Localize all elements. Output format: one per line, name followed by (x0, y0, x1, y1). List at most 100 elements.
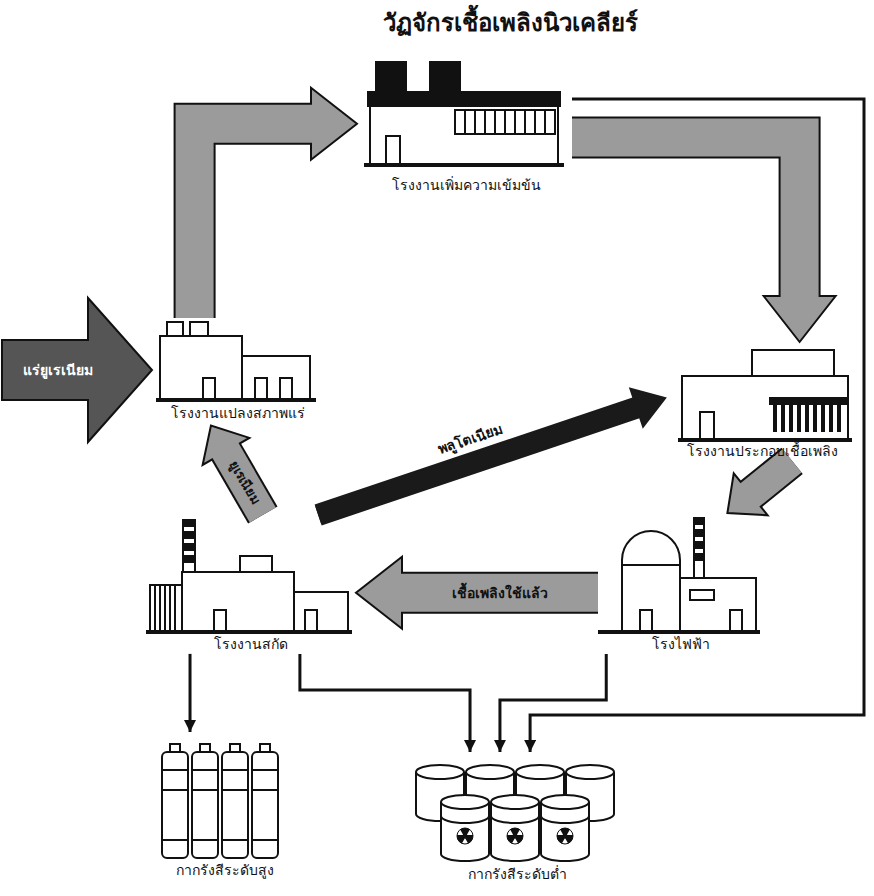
facility-node: โรงไฟฟ้า (598, 515, 763, 654)
flow-line (189, 654, 192, 732)
power-plant-drawing (690, 590, 714, 600)
conversion-plant-drawing (242, 356, 310, 400)
reprocessing-plant-drawing (183, 520, 195, 526)
low-level-waste-drawing (491, 816, 539, 823)
conversion-plant-drawing (280, 378, 292, 400)
flow-arrow (356, 557, 598, 629)
flow-arrow (318, 389, 665, 515)
conversion-plant-drawing (203, 378, 215, 400)
high-level-waste-drawing (222, 752, 248, 858)
facility-node: กากรังสีระดับสูง (150, 735, 300, 880)
reprocessing-plant-drawing (146, 630, 352, 634)
enrichment-plant-drawing (465, 110, 545, 134)
arrow-body (399, 574, 598, 612)
low-level-waste-drawing (557, 828, 573, 844)
fuel-fabrication-plant-drawing (678, 350, 852, 440)
flow-line (300, 654, 470, 752)
power-plant-drawing (694, 542, 704, 548)
fuel-fabrication-plant-drawing (775, 404, 839, 432)
arrow-outline (572, 137, 800, 296)
low-level-waste-drawing (416, 765, 464, 779)
enrichment-plant-drawing (370, 106, 558, 164)
fuel-fabrication-plant-drawing (700, 412, 714, 440)
low-level-waste-drawing (466, 765, 514, 779)
arrow-head (311, 88, 357, 160)
ore-input-arrow (2, 298, 152, 442)
facility-label: โรงงานแปลงสภาพแร่ (171, 404, 305, 423)
conversion-plant-drawing (255, 378, 267, 400)
power-plant-drawing (694, 518, 704, 524)
power-plant-drawing (680, 578, 756, 632)
low-level-waste-drawing (566, 765, 614, 779)
reprocessing-plant-drawing (305, 610, 317, 632)
flow-arrow (530, 99, 864, 752)
power-plant-drawing (622, 531, 680, 632)
power-plant-drawing (694, 554, 704, 560)
reprocessing-plant-drawing (294, 592, 348, 632)
flow-line (530, 99, 864, 752)
low-level-waste-drawing (507, 828, 523, 844)
low-level-waste-drawing (491, 802, 539, 861)
reprocessing-plant-drawing (150, 585, 182, 632)
power-plant-drawing (730, 610, 742, 632)
flow-arrow (500, 654, 606, 752)
power-plant-drawing (598, 518, 760, 632)
reprocessing-plant-drawing (183, 520, 195, 572)
reprocessing-plant-drawing (183, 544, 195, 550)
flow-label: พลูโตเนียม (432, 418, 507, 459)
enrichment-plant-drawing (364, 163, 564, 167)
flow-arrow (195, 88, 357, 318)
enrichment-plant-drawing (455, 110, 555, 134)
flow-arrow (190, 654, 191, 732)
flow-arrow (727, 461, 792, 515)
arrow-head (356, 557, 402, 629)
flow-line (500, 654, 606, 752)
facility-label: โรงงานสกัด (214, 635, 288, 654)
low-level-waste-drawing (541, 802, 589, 861)
reprocessing-plant-drawing (146, 520, 352, 632)
high-level-waste-drawing (162, 770, 278, 840)
flow-label: เชื้อเพลิงใช้แล้ว (449, 584, 551, 602)
power-plant-drawing (622, 564, 680, 566)
low-level-waste-drawing (441, 802, 489, 861)
reprocessing-plant-drawing (183, 556, 195, 562)
low-level-waste-drawing (491, 795, 539, 809)
low-level-waste-drawing (541, 795, 589, 809)
low-level-waste-drawing (516, 765, 564, 779)
flow-arrow (572, 137, 836, 342)
power-plant-drawing (694, 518, 704, 578)
conversion-plant-drawing (160, 336, 242, 400)
facility-label: โรงงานประกอบเชื้อเพลิง (687, 442, 838, 461)
enrichment-plant-drawing (430, 62, 460, 94)
arrow-body (572, 137, 800, 299)
low-level-waste-drawing (457, 828, 473, 844)
facility-node: โรงงานเพิ่มความเข้มข้น (360, 58, 572, 195)
facility-label: โรงไฟฟ้า (652, 635, 710, 654)
facility-node: โรงงานแปลงสภาพแร่ (155, 318, 320, 423)
high-level-waste-drawing (162, 744, 278, 858)
low-level-waste-drawing (441, 795, 489, 809)
enrichment-plant-drawing (376, 62, 406, 94)
power-plant-drawing (640, 610, 652, 632)
fuel-fabrication-plant-drawing (682, 376, 848, 440)
reprocessing-plant-drawing (240, 556, 272, 572)
arrow-body (318, 407, 639, 515)
conversion-plant-drawing (156, 398, 316, 402)
enrichment-plant-drawing (364, 62, 564, 165)
conversion-plant-drawing (167, 322, 183, 336)
arrow-head (764, 296, 836, 342)
diagram-title: วัฏจักรเชื้อเพลิงนิวเคลียร์ (270, 8, 750, 39)
conversion-plant-drawing (156, 322, 316, 400)
facility-node: กากรังสีระดับต่ำ (405, 755, 630, 884)
facility-label: กากรังสีระดับต่ำ (468, 865, 567, 884)
fuel-fabrication-plant-drawing (770, 398, 846, 404)
reprocessing-plant-drawing (183, 532, 195, 538)
facility-node: โรงงานสกัด (148, 515, 353, 654)
high-level-waste-drawing (162, 752, 188, 858)
conversion-plant-drawing (190, 322, 208, 336)
arrow-body (195, 124, 314, 318)
low-level-waste-drawing (416, 765, 614, 861)
enrichment-plant-drawing (386, 136, 400, 164)
